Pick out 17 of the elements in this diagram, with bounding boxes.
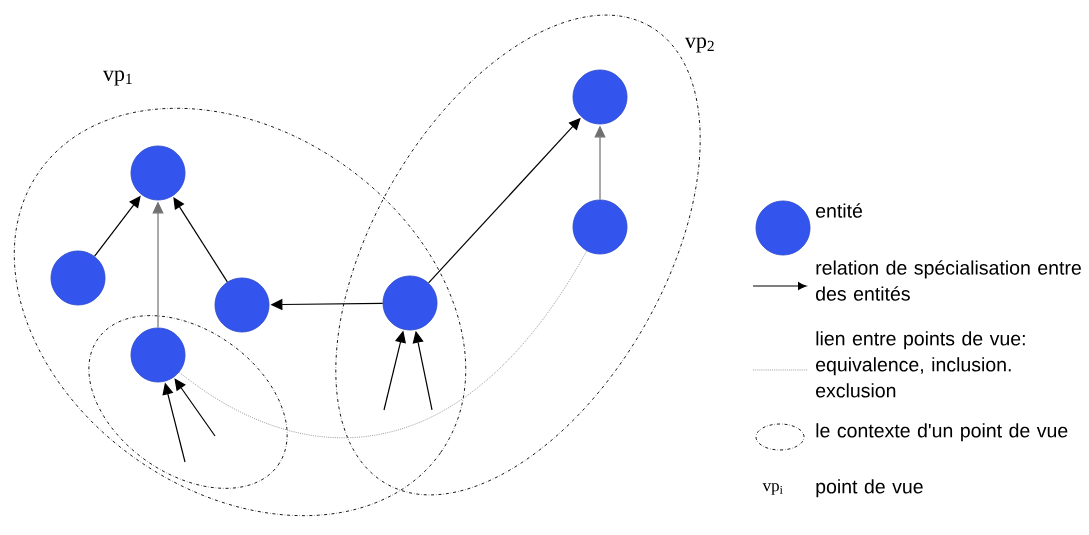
dotted-link: [178, 250, 588, 439]
entity-circle: [214, 277, 270, 333]
legend-text: relation de spécialisation entre des entités: [816, 260, 1081, 301]
arrow: [174, 378, 216, 437]
legend-text: lien entre points de vue: equivalence, inclusion. exclusion: [816, 331, 1025, 398]
entity-circle: [50, 250, 106, 306]
legend-text: entité: [816, 203, 863, 218]
entity-circle: [572, 69, 628, 125]
node-label: vp$_{1}$: [102, 70, 132, 86]
legend-text: le contexte d'un point de vue: [816, 423, 1068, 442]
entity-circle: [382, 275, 438, 331]
entity-circle: [130, 145, 186, 201]
node-label: 2: [707, 40, 714, 51]
legend-text: point de vue: [816, 479, 923, 498]
entity-circle: [572, 199, 628, 255]
viewpoint-symbol: vp$_{i}$: [762, 483, 783, 495]
entity-circle: [130, 327, 186, 383]
